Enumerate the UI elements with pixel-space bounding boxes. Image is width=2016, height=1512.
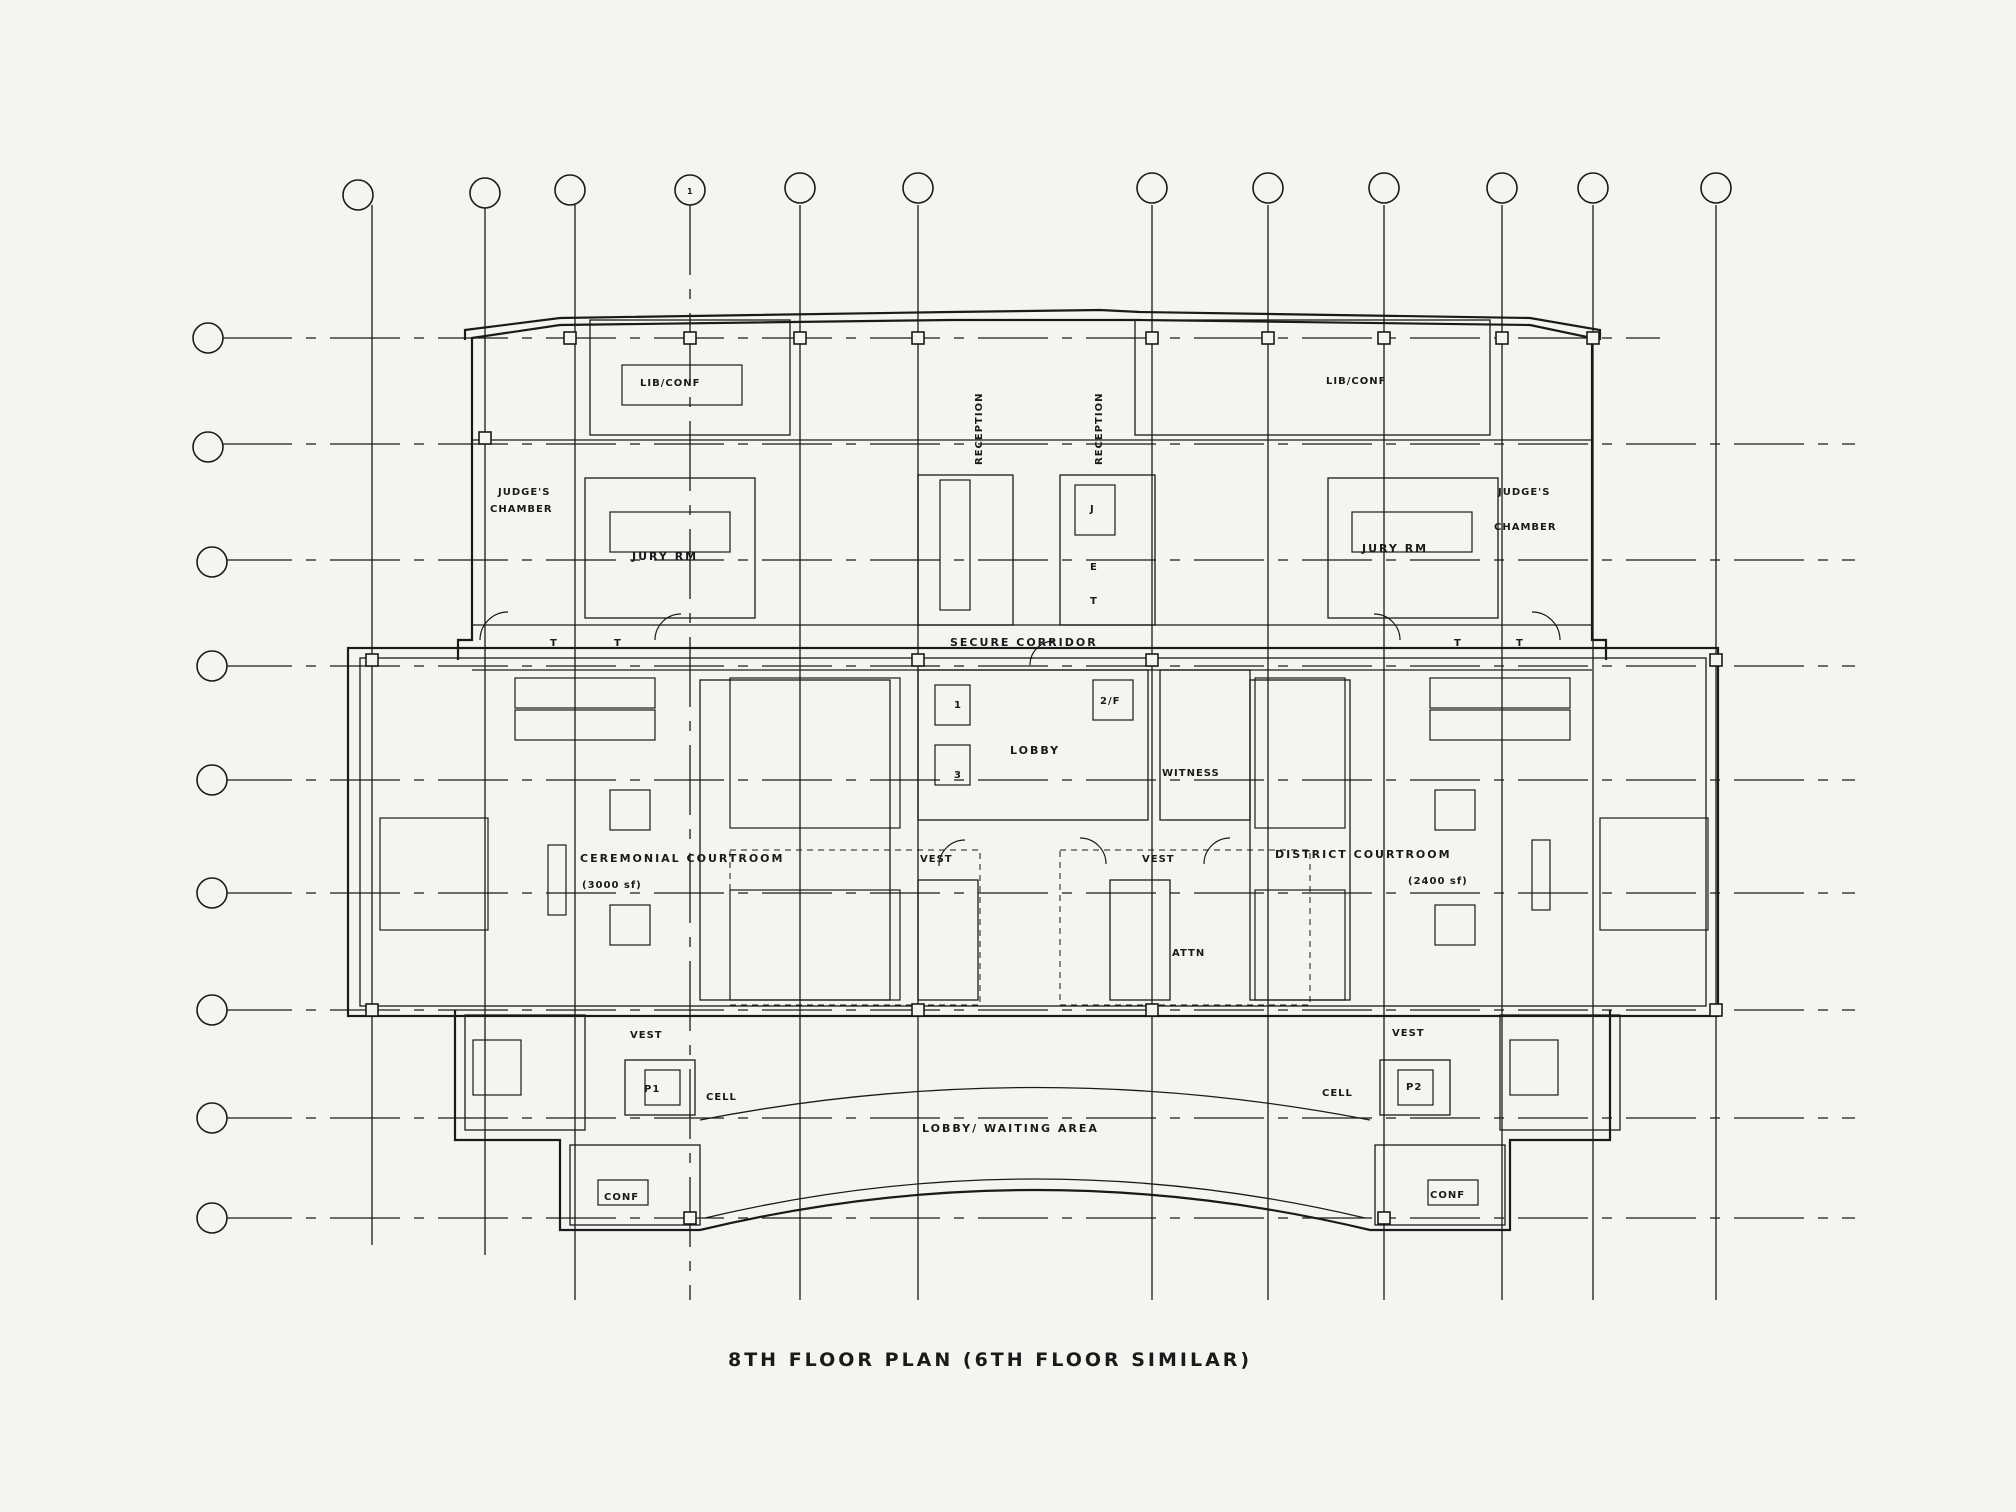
room-label-attn: ATTN bbox=[1172, 948, 1205, 959]
interior-partitions bbox=[464, 319, 1621, 1226]
room-label-secure-corridor: SECURE CORRIDOR bbox=[950, 636, 1098, 649]
room-label-ceremonial-area: (3000 sf) bbox=[582, 880, 642, 891]
elevator-label-e: E bbox=[1090, 562, 1098, 573]
grid-bubble bbox=[554, 174, 586, 206]
drawing-caption: 8TH FLOOR PLAN (6TH FLOOR SIMILAR) bbox=[728, 1349, 1252, 1371]
grid-bubble bbox=[192, 431, 224, 463]
grid-bubble bbox=[196, 764, 228, 796]
room-label-conf-left: CONF bbox=[604, 1192, 639, 1203]
elevator-label-p2: P2 bbox=[1406, 1082, 1422, 1093]
room-label-witness: WITNESS bbox=[1162, 768, 1220, 779]
grid-bubble bbox=[1486, 172, 1518, 204]
toilet-label-4: T bbox=[1516, 638, 1524, 649]
horizontal-grid-lines bbox=[222, 337, 1855, 1219]
room-label-jury-rm-left: JURY RM bbox=[631, 550, 698, 563]
columns bbox=[365, 331, 1723, 1225]
elevator-label-t: T bbox=[1090, 596, 1098, 607]
room-label-ceremonial-courtroom: CEREMONIAL COURTROOM bbox=[580, 852, 784, 865]
room-label-vest-1: VEST bbox=[920, 854, 953, 865]
grid-bubble bbox=[1252, 172, 1284, 204]
toilet-label-2: T bbox=[614, 638, 622, 649]
elevator-label-3: 3 bbox=[954, 770, 962, 781]
room-label-vest-3: VEST bbox=[630, 1030, 663, 1041]
room-label-reception-left: RECEPTION bbox=[974, 393, 985, 465]
room-label-conf-right: CONF bbox=[1430, 1190, 1465, 1201]
building-outline bbox=[346, 308, 1720, 1232]
elevator-label-j: J bbox=[1089, 504, 1095, 515]
grid-bubble bbox=[196, 1102, 228, 1134]
room-label-cell-left: CELL bbox=[706, 1092, 737, 1103]
room-label-judges-chamber-right-2: CHAMBER bbox=[1494, 522, 1557, 533]
grid-bubble bbox=[196, 994, 228, 1026]
room-label-lib-conf-left: LIB/CONF bbox=[640, 378, 700, 389]
gallery-benches bbox=[729, 677, 1346, 1001]
door-swings bbox=[479, 611, 1561, 867]
grid-bubble bbox=[469, 177, 501, 209]
grid-bubble bbox=[192, 322, 224, 354]
top-grid-bubbles: 1 bbox=[342, 172, 1732, 211]
grid-bubble bbox=[1577, 172, 1609, 204]
room-label-vest-4: VEST bbox=[1392, 1028, 1425, 1039]
grid-bubble bbox=[196, 877, 228, 909]
furniture bbox=[379, 364, 1709, 1206]
room-label-judges-chamber-left: JUDGE'S bbox=[497, 487, 550, 498]
room-label-judges-chamber-left-2: CHAMBER bbox=[490, 504, 553, 515]
grid-bubble bbox=[784, 172, 816, 204]
grid-bubble bbox=[902, 172, 934, 204]
room-label-district-area: (2400 sf) bbox=[1408, 876, 1468, 887]
grid-bubble bbox=[1136, 172, 1168, 204]
room-label-district-courtroom: DISTRICT COURTROOM bbox=[1275, 848, 1452, 861]
room-label-vest-2: VEST bbox=[1142, 854, 1175, 865]
room-label-cell-right: CELL bbox=[1322, 1088, 1353, 1099]
room-label-lobby: LOBBY bbox=[1010, 744, 1060, 757]
grid-bubble bbox=[196, 1202, 228, 1234]
grid-bubble bbox=[1700, 172, 1732, 204]
grid-bubble bbox=[196, 650, 228, 682]
room-labels: LIB/CONF LIB/CONF RECEPTION RECEPTION JU… bbox=[490, 376, 1557, 1203]
grid-bubble bbox=[674, 174, 706, 206]
grid-bubble bbox=[1368, 172, 1400, 204]
room-label-jury-rm-right: JURY RM bbox=[1361, 542, 1428, 555]
toilet-label-1: T bbox=[550, 638, 558, 649]
grid-bubble bbox=[342, 179, 374, 211]
left-grid-bubbles bbox=[192, 322, 228, 1234]
room-label-reception-right: RECEPTION bbox=[1094, 393, 1105, 465]
toilet-label-3: T bbox=[1454, 638, 1462, 649]
elevator-label-1: 1 bbox=[954, 700, 962, 711]
elevator-label-p1: P1 bbox=[644, 1084, 660, 1095]
grid-bubble bbox=[196, 546, 228, 578]
room-label-lobby-waiting-area: LOBBY/ WAITING AREA bbox=[922, 1122, 1099, 1135]
elevator-label-2f: 2/F bbox=[1100, 696, 1120, 707]
room-label-judges-chamber-right: JUDGE'S bbox=[1497, 487, 1550, 498]
room-label-lib-conf-right: LIB/CONF bbox=[1326, 376, 1386, 387]
grid-bubble-label: 1 bbox=[687, 187, 693, 196]
